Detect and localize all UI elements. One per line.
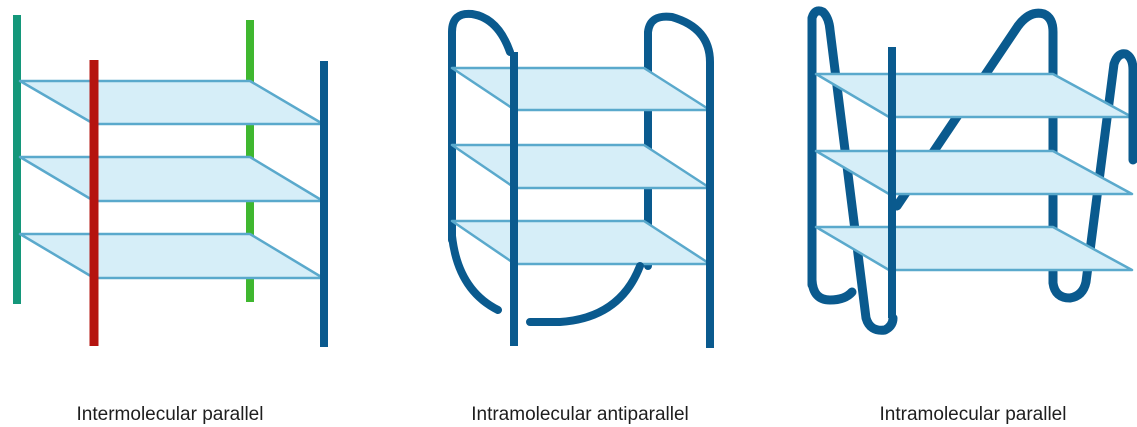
tetrad-plane-top [452, 68, 710, 110]
panel-intermolecular-parallel [17, 15, 324, 347]
strand-loop-left [452, 14, 510, 240]
tetrad-plane-bottom [20, 234, 323, 278]
tetrad-plane-middle [20, 157, 323, 201]
panel-intramolecular-parallel [812, 11, 1133, 330]
tetrad-plane-middle [816, 151, 1132, 194]
tetrad-plane-bottom [452, 221, 710, 264]
caption-intramolecular-parallel: Intramolecular parallel [823, 404, 1123, 426]
tetrad-plane-middle [452, 145, 710, 188]
strand-loop-bottom-left [812, 280, 852, 300]
tetrad-plane-top [816, 74, 1132, 117]
strand-loop-bottom-right [530, 266, 640, 322]
caption-intermolecular-parallel: Intermolecular parallel [20, 404, 320, 426]
panel-intramolecular-antiparallel [452, 14, 710, 348]
tetrad-plane-top [20, 81, 323, 124]
caption-intramolecular-antiparallel: Intramolecular antiparallel [430, 404, 730, 426]
